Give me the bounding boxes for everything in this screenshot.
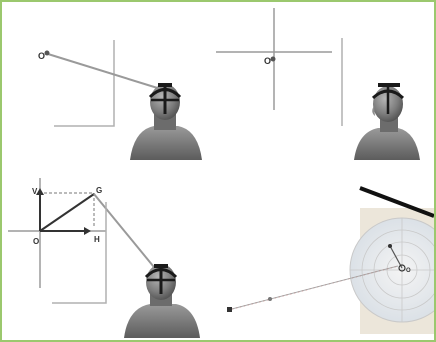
corner-frame-line <box>52 202 107 304</box>
gaze-line <box>93 193 159 273</box>
cap-sensor <box>378 83 400 87</box>
pointer-line <box>227 265 399 311</box>
panel-bottom-right: O <box>227 186 434 334</box>
h-arrowhead <box>84 227 91 235</box>
laser-source <box>227 307 232 312</box>
head-back-view-1 <box>130 83 202 160</box>
board-edge-bar <box>359 186 434 218</box>
target-origin-marker <box>398 264 406 272</box>
cap-sensor <box>158 83 172 87</box>
origin-point <box>44 50 50 56</box>
shoulders <box>354 128 420 160</box>
panel-bottom-left: V G O H <box>8 178 200 338</box>
head-orientation-diagram: O O <box>8 8 434 338</box>
shoulders <box>130 126 202 160</box>
origin-label: O <box>264 56 271 66</box>
shoulders <box>124 304 200 338</box>
origin-point <box>270 56 276 62</box>
origin-label: O <box>38 51 45 61</box>
panel-top-left: O <box>38 40 202 160</box>
gaze-vector <box>39 193 95 232</box>
pointer-midpoint <box>268 297 272 301</box>
g-point-label: G <box>96 186 102 195</box>
v-arrowhead <box>36 188 44 195</box>
gaze-line <box>47 53 165 91</box>
target-hit-point <box>388 244 392 248</box>
h-axis-label: H <box>94 235 100 244</box>
head-side-view <box>354 83 420 160</box>
face-profile <box>372 106 375 116</box>
origin-label: O <box>33 237 39 246</box>
target-vector <box>389 245 403 269</box>
v-axis-label: V <box>32 187 38 196</box>
cap-sensor <box>154 264 168 268</box>
head-back-view-2 <box>124 264 200 338</box>
corner-frame-line <box>54 40 115 127</box>
target-origin-label: O <box>406 268 411 274</box>
panel-top-right: O <box>216 8 420 160</box>
